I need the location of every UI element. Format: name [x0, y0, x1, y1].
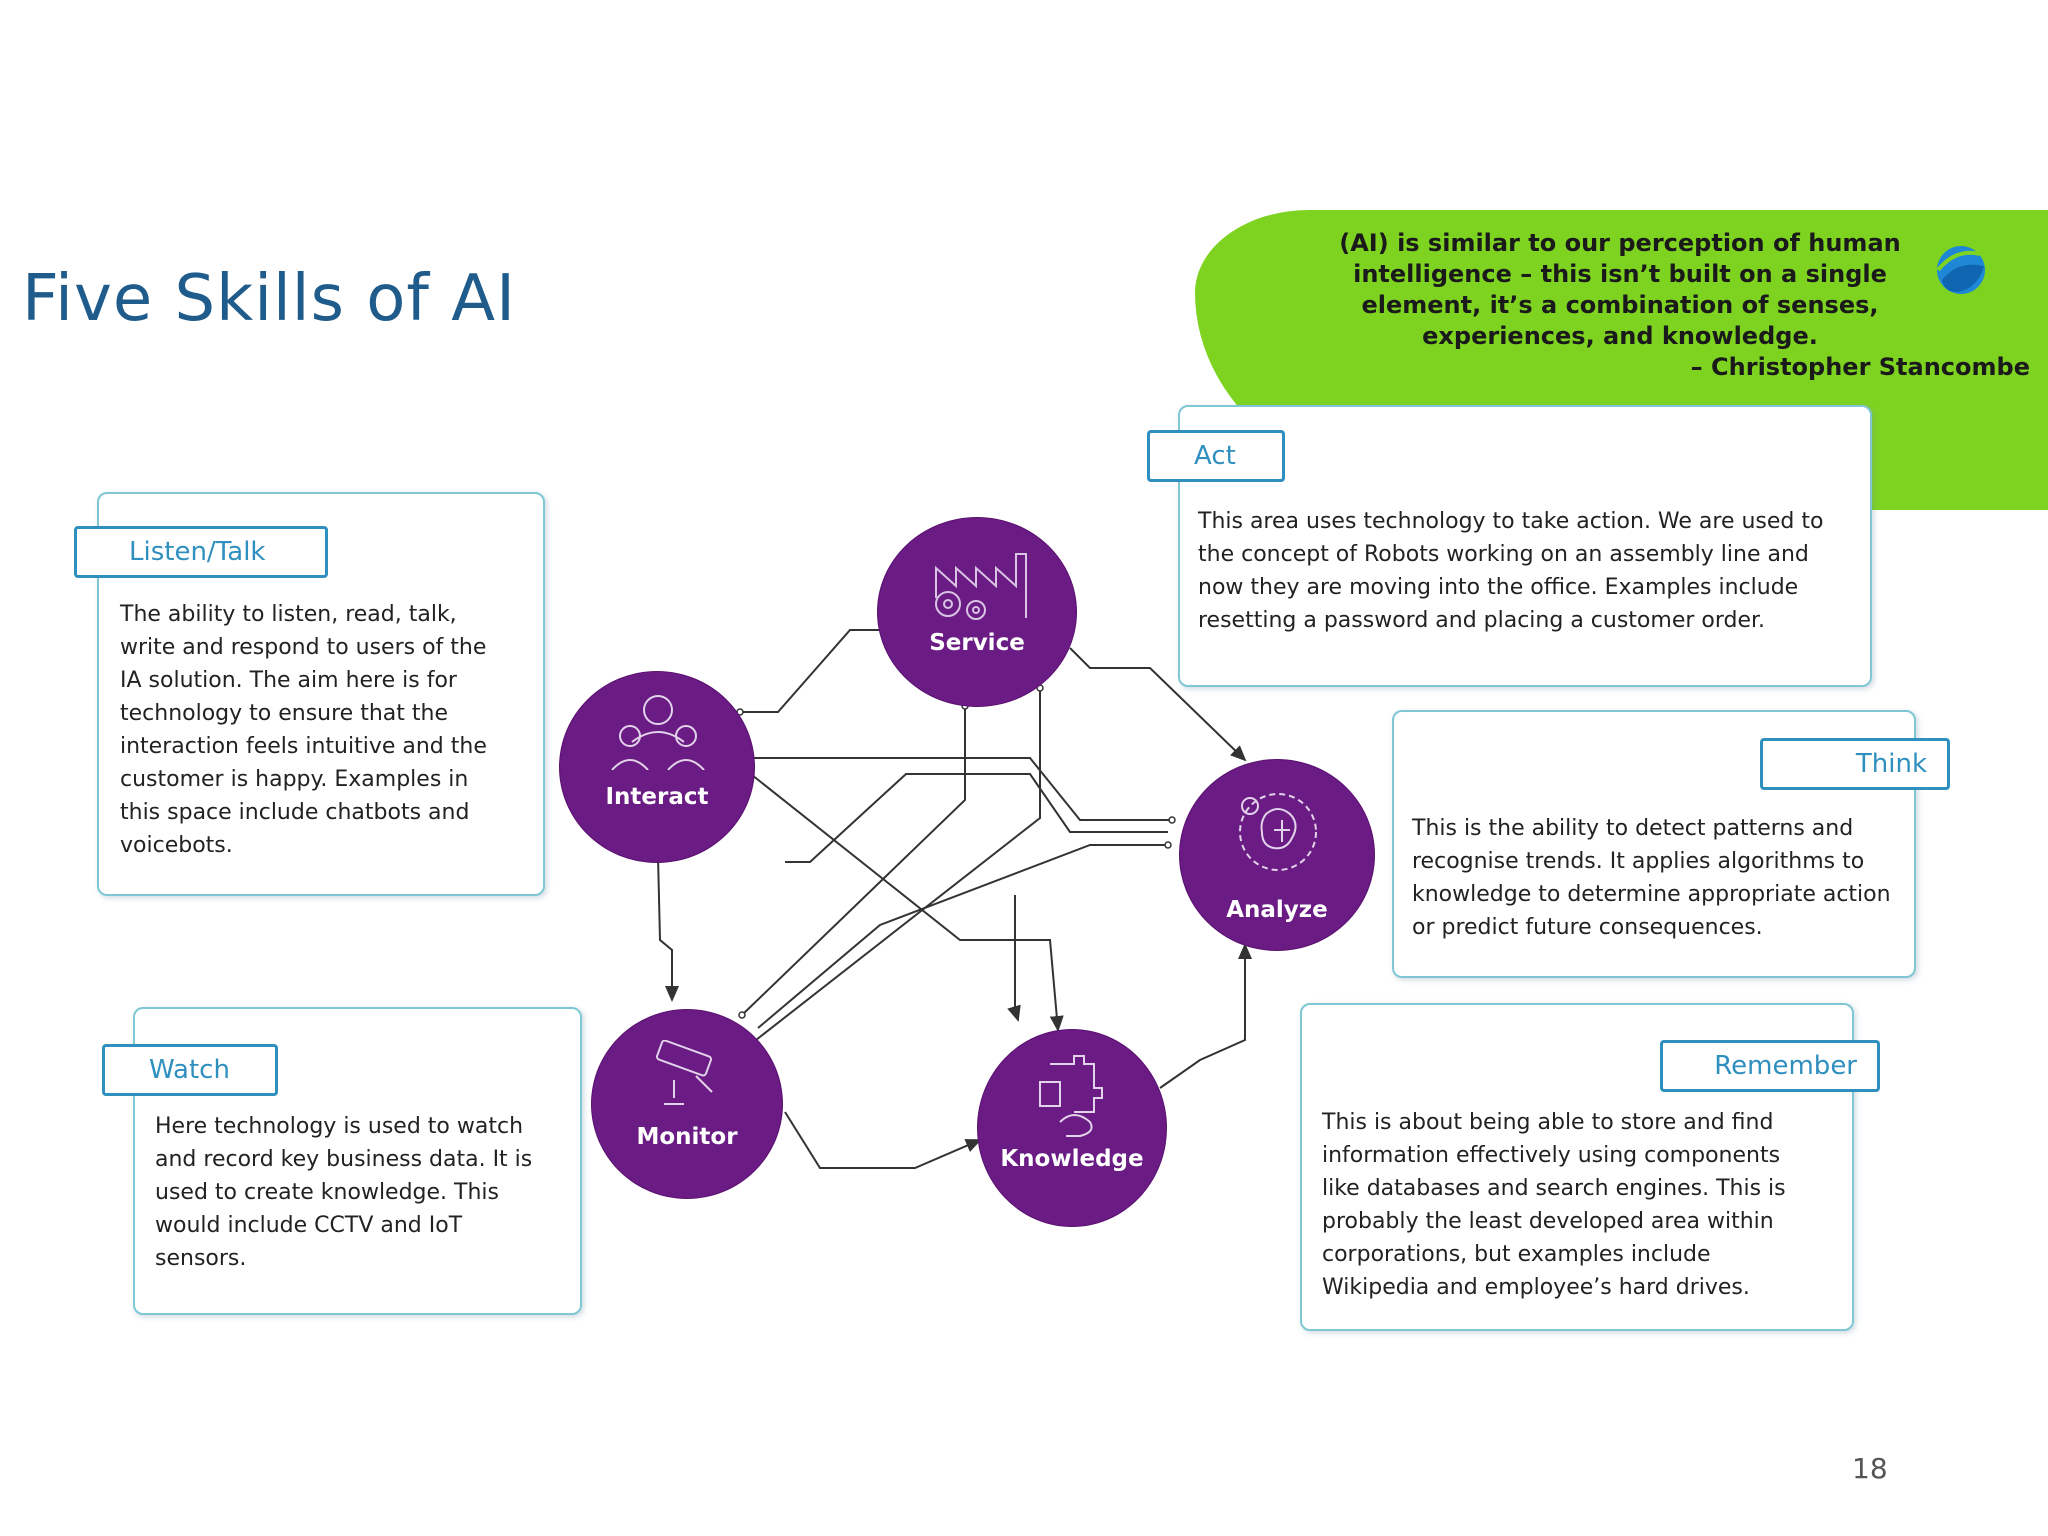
link-interact-analyze — [752, 757, 1172, 821]
node-analyze: Analyze — [1180, 760, 1374, 950]
node-knowledge: Knowledge — [978, 1030, 1166, 1226]
link-interact-knowledge — [751, 774, 1064, 1032]
quote-text: (AI) is similar to our perception of hum… — [1339, 229, 1901, 350]
node-monitor-label: Monitor — [636, 1124, 738, 1150]
footer-right — [1600, 1338, 1604, 1352]
link-interact-service — [740, 629, 882, 713]
link-monitor-service — [741, 706, 966, 1016]
node-service-label: Service — [929, 630, 1025, 656]
link-service-knowledge — [1007, 895, 1021, 1022]
listen-talk-text: The ability to listen, read, talk, write… — [120, 602, 487, 858]
link-monitor-analyze — [757, 844, 1165, 1029]
node-knowledge-label: Knowledge — [1000, 1146, 1144, 1172]
node-interact-label: Interact — [605, 784, 709, 810]
remember-label: Remember — [1660, 1040, 1880, 1092]
link-service-analyze — [1069, 647, 1247, 762]
remember-text: This is about being able to store and fi… — [1322, 1110, 1786, 1300]
act-text: This area uses technology to take action… — [1198, 509, 1824, 633]
quote-author: – Christopher Stancombe — [1690, 353, 2030, 381]
people-icon — [611, 695, 705, 770]
think-label: Think — [1760, 738, 1950, 790]
act-box — [1178, 405, 1872, 687]
link-interact-monitor — [657, 855, 679, 1002]
link-knowledge-analyze — [1159, 943, 1252, 1089]
brain-gear-icon — [1239, 793, 1317, 871]
link-interact-analyze-2 — [785, 773, 1168, 863]
page-number: 18 — [1852, 1452, 1888, 1485]
puzzle-head-icon — [1039, 1055, 1103, 1137]
act-label: Act — [1147, 430, 1285, 482]
quote: (AI) is similar to our perception of hum… — [1300, 228, 2030, 383]
node-interact: Interact — [560, 672, 754, 862]
link-monitor-knowledge — [784, 1111, 982, 1169]
watch-text: Here technology is used to watch and rec… — [155, 1114, 533, 1271]
node-service: Service — [878, 518, 1076, 706]
logo-icon — [1936, 246, 1985, 294]
think-text: This is the ability to detect patterns a… — [1412, 816, 1891, 940]
watch-label: Watch — [102, 1044, 278, 1096]
slide-title: Five Skills of AI — [22, 262, 516, 336]
node-analyze-label: Analyze — [1226, 897, 1328, 923]
factory-gears-icon — [935, 553, 1027, 620]
listen-talk-label: Listen/Talk — [74, 526, 328, 578]
link-monitor-service-2 — [755, 688, 1041, 1041]
footer-left — [18, 1338, 22, 1352]
node-monitor: Monitor — [592, 1010, 782, 1198]
security-camera-icon — [655, 1040, 713, 1105]
